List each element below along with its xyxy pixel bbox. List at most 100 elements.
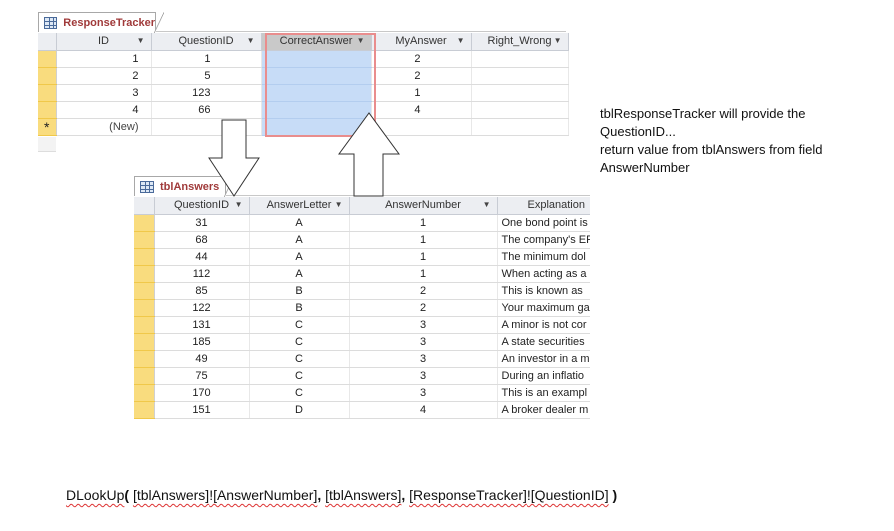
table-row[interactable]: 2 5 2 (38, 67, 569, 85)
new-record-asterisk-icon[interactable]: * (38, 118, 57, 136)
cell-questionid[interactable]: 31 (154, 214, 250, 232)
record-selector[interactable] (134, 384, 155, 402)
dropdown-arrow-icon[interactable]: ▼ (136, 36, 145, 45)
column-header-id[interactable]: ID▼ (56, 33, 152, 51)
cell-questionid[interactable]: 123 (151, 84, 262, 102)
cell-questionid[interactable]: 131 (154, 316, 250, 334)
cell-answernumber[interactable]: 3 (349, 333, 498, 351)
cell-answernumber[interactable]: 1 (349, 248, 498, 266)
cell-answerletter[interactable]: C (249, 384, 350, 402)
cell-questionid[interactable]: 112 (154, 265, 250, 283)
cell-right-wrong[interactable] (471, 84, 569, 102)
cell-questionid[interactable]: 151 (154, 401, 250, 419)
record-selector[interactable] (134, 265, 155, 283)
cell-questionid[interactable]: 68 (154, 231, 250, 249)
column-header-myanswer[interactable]: MyAnswer▼ (371, 33, 472, 51)
cell-id[interactable]: 1 (56, 50, 152, 68)
cell-questionid[interactable]: 66 (151, 101, 262, 119)
cell-correctanswer[interactable] (261, 84, 372, 102)
cell-right-wrong[interactable] (471, 50, 569, 68)
record-selector[interactable] (38, 84, 57, 102)
cell-id[interactable]: 3 (56, 84, 152, 102)
cell-explanation[interactable]: When acting as a (497, 265, 590, 283)
cell-answerletter[interactable]: D (249, 401, 350, 419)
record-selector[interactable] (134, 316, 155, 334)
cell-questionid[interactable]: 44 (154, 248, 250, 266)
cell-questionid[interactable]: 75 (154, 367, 250, 385)
record-selector[interactable] (38, 101, 57, 119)
cell-myanswer[interactable]: 2 (371, 50, 472, 68)
table-row[interactable]: 3 123 1 (38, 84, 569, 102)
cell-explanation[interactable]: Your maximum ga (497, 299, 590, 317)
new-record-row[interactable]: * (New) (38, 118, 569, 136)
cell-explanation[interactable]: The minimum dol (497, 248, 590, 266)
table-row[interactable]: 1 1 2 (38, 50, 569, 68)
table-row[interactable]: 4 66 4 (38, 101, 569, 119)
cell-explanation[interactable]: This is known as (497, 282, 590, 300)
cell-explanation[interactable]: An investor in a m (497, 350, 590, 368)
select-all-corner[interactable] (38, 33, 57, 51)
dropdown-arrow-icon[interactable]: ▼ (334, 200, 343, 209)
cell-correctanswer[interactable] (261, 50, 372, 68)
cell-answernumber[interactable]: 3 (349, 367, 498, 385)
cell-answerletter[interactable]: C (249, 350, 350, 368)
cell-answerletter[interactable]: A (249, 214, 350, 232)
cell-questionid[interactable]: 1 (151, 50, 262, 68)
record-selector[interactable] (134, 367, 155, 385)
cell-questionid[interactable]: 122 (154, 299, 250, 317)
cell-explanation[interactable]: A broker dealer m (497, 401, 590, 419)
cell-answernumber[interactable]: 3 (349, 384, 498, 402)
cell-id[interactable]: 2 (56, 67, 152, 85)
cell-questionid[interactable]: 170 (154, 384, 250, 402)
record-selector[interactable] (38, 50, 57, 68)
cell-myanswer[interactable]: 1 (371, 84, 472, 102)
cell-questionid[interactable]: 5 (151, 67, 262, 85)
record-selector[interactable] (134, 248, 155, 266)
column-header-answernumber[interactable]: AnswerNumber▼ (349, 197, 498, 215)
cell-right-wrong[interactable] (471, 101, 569, 119)
select-all-corner[interactable] (134, 197, 155, 215)
dropdown-arrow-icon[interactable]: ▼ (456, 36, 465, 45)
record-selector[interactable] (134, 299, 155, 317)
cell-answernumber[interactable]: 3 (349, 350, 498, 368)
cell-myanswer[interactable]: 4 (371, 101, 472, 119)
column-header-questionid[interactable]: QuestionID▼ (154, 197, 250, 215)
cell-answernumber[interactable]: 2 (349, 282, 498, 300)
cell-answernumber[interactable]: 3 (349, 316, 498, 334)
column-header-answerletter[interactable]: AnswerLetter▼ (249, 197, 350, 215)
record-selector[interactable] (134, 333, 155, 351)
cell-answerletter[interactable]: A (249, 248, 350, 266)
cell-answernumber[interactable]: 1 (349, 231, 498, 249)
cell-answerletter[interactable]: C (249, 316, 350, 334)
cell-answernumber[interactable]: 1 (349, 214, 498, 232)
cell-answerletter[interactable]: C (249, 367, 350, 385)
record-selector[interactable] (38, 67, 57, 85)
dropdown-arrow-icon[interactable]: ▼ (553, 36, 562, 45)
cell-correctanswer[interactable] (261, 67, 372, 85)
cell-explanation[interactable]: A minor is not cor (497, 316, 590, 334)
column-header-questionid[interactable]: QuestionID▼ (151, 33, 262, 51)
column-header-correctanswer[interactable]: CorrectAnswer▼ (261, 33, 372, 51)
column-header-right-wrong[interactable]: Right_Wrong▼ (471, 33, 569, 51)
cell-right-wrong-new[interactable] (471, 118, 569, 136)
cell-explanation[interactable]: One bond point is (497, 214, 590, 232)
cell-answerletter[interactable]: B (249, 299, 350, 317)
cell-explanation[interactable]: This is an exampl (497, 384, 590, 402)
cell-answerletter[interactable]: A (249, 231, 350, 249)
cell-id-new[interactable]: (New) (56, 118, 152, 136)
cell-answerletter[interactable]: B (249, 282, 350, 300)
cell-answernumber[interactable]: 4 (349, 401, 498, 419)
cell-answernumber[interactable]: 1 (349, 265, 498, 283)
dropdown-arrow-icon[interactable]: ▼ (482, 200, 491, 209)
cell-explanation[interactable]: The company's EF (497, 231, 590, 249)
record-selector[interactable] (134, 350, 155, 368)
record-selector[interactable] (134, 401, 155, 419)
